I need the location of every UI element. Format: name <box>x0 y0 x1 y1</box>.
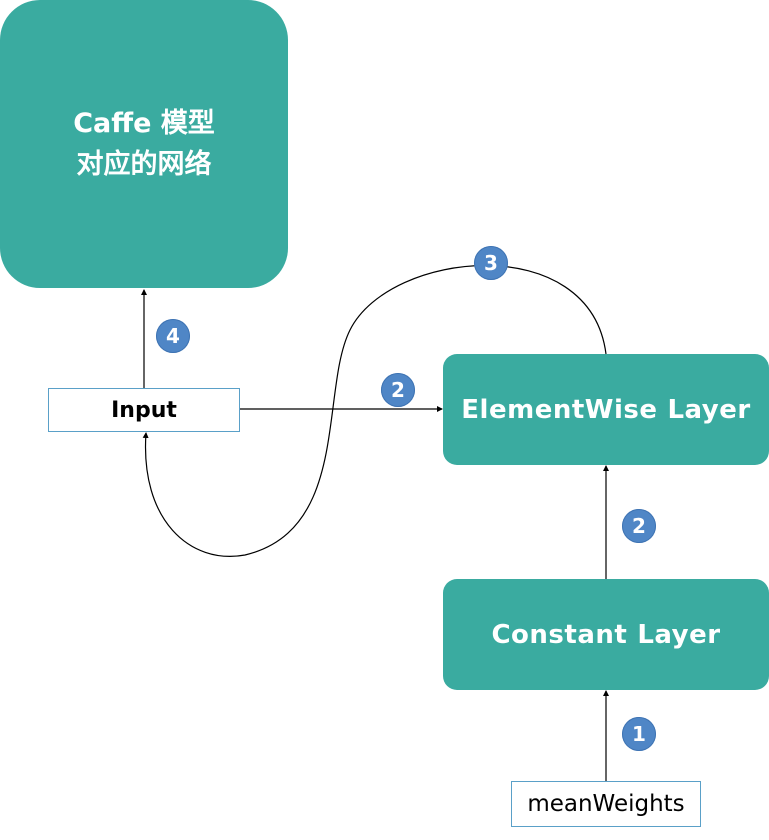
step-badge-3-label: 3 <box>484 251 498 275</box>
step-badge-3: 3 <box>474 246 508 280</box>
constant-layer-word1: Constant <box>491 619 628 650</box>
step-badge-1-label: 1 <box>632 722 646 746</box>
mean-weights-node: meanWeights <box>511 781 701 827</box>
constant-layer-word2: Layer <box>637 619 721 650</box>
constant-layer-node: Constant Layer <box>443 579 769 690</box>
input-label: Input <box>111 397 177 423</box>
step-badge-4: 4 <box>156 319 190 353</box>
elementwise-layer-word1: ElementWise <box>461 394 658 425</box>
step-badge-1: 1 <box>622 717 656 751</box>
caffe-model-line1: Caffe 模型 <box>73 108 215 139</box>
step-badge-2-input-label: 2 <box>391 378 405 402</box>
caffe-model-line2: 对应的网络 <box>76 149 212 180</box>
elementwise-layer-node: ElementWise Layer <box>443 354 769 465</box>
step-badge-2-input: 2 <box>381 373 415 407</box>
input-node: Input <box>48 388 240 432</box>
elementwise-layer-word2: Layer <box>667 394 751 425</box>
step-badge-4-label: 4 <box>166 324 180 348</box>
step-badge-2-constant: 2 <box>622 509 656 543</box>
mean-weights-label: meanWeights <box>527 791 685 817</box>
step-badge-2-constant-label: 2 <box>632 514 646 538</box>
caffe-model-network-node: Caffe 模型 对应的网络 <box>0 0 288 288</box>
